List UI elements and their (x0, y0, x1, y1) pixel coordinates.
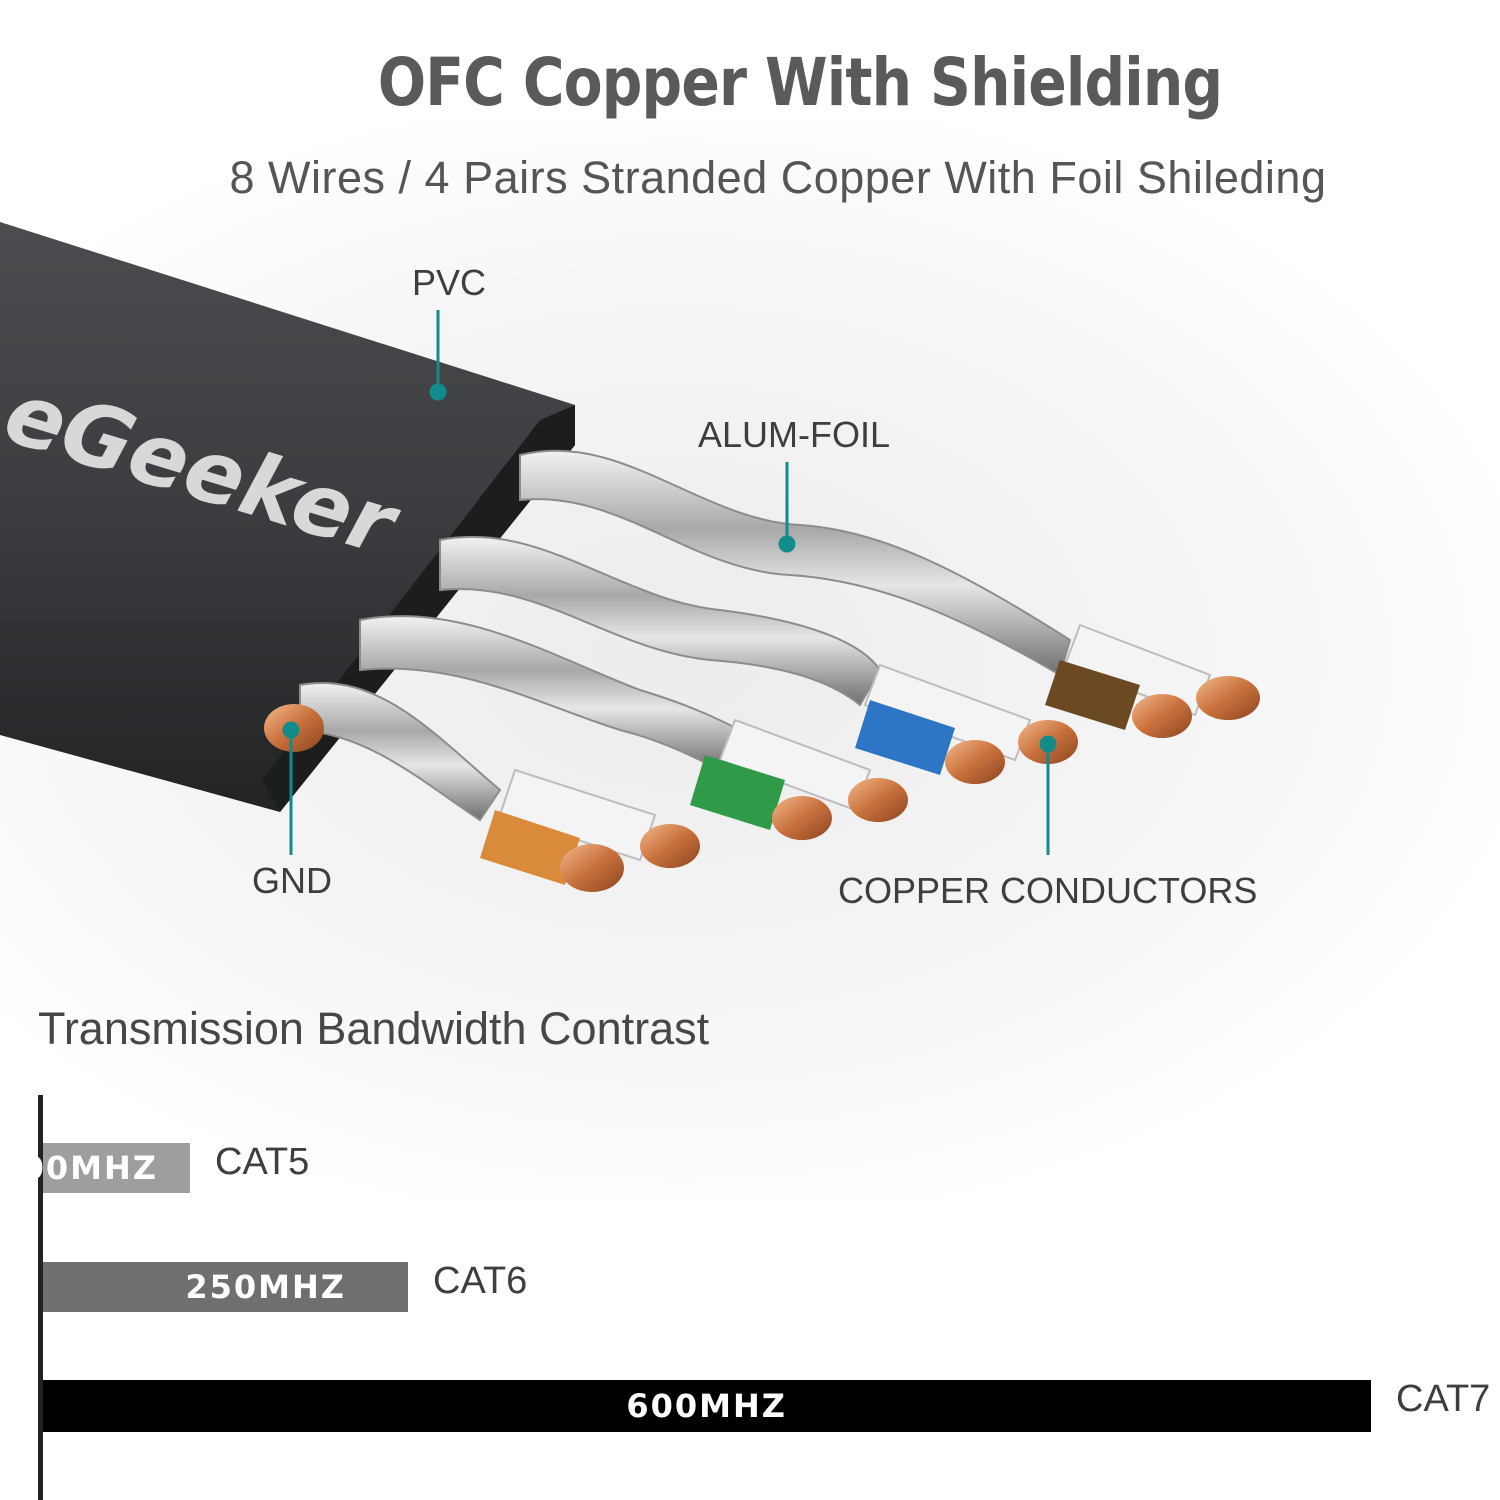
cable-illustration: eGeeker (0, 222, 1260, 892)
white-wire-1 (1063, 623, 1212, 717)
page-subtitle: 8 Wires / 4 Pairs Stranded Copper With F… (229, 152, 1327, 203)
copper-tip (945, 740, 1005, 784)
chart-axis-line (38, 1095, 43, 1500)
bandwidth-section-title: Transmission Bandwidth Contrast (38, 1003, 710, 1054)
blue-insulation (855, 700, 955, 775)
orange-insulation (480, 810, 580, 885)
bar-value-label: 100MHZ (0, 1149, 158, 1187)
copper-tip (560, 844, 624, 892)
bar-cat6: 250MHZ (43, 1262, 408, 1312)
copper-tip (1196, 676, 1260, 720)
alum-foil-label: ALUM-FOIL (698, 414, 891, 455)
page-title: OFC Copper With Shielding (377, 44, 1223, 121)
copper-tip (772, 796, 832, 840)
copper-tip (1132, 694, 1192, 738)
pvc-jacket (0, 222, 575, 812)
copper-conductors-label: COPPER CONDUCTORS (838, 870, 1258, 911)
bar-category-label: CAT6 (433, 1260, 528, 1302)
white-wire-4 (498, 768, 657, 862)
foil-leader-dot (778, 535, 796, 553)
copper-tip (848, 778, 908, 822)
bar-cat5: 100MHZ (0, 1143, 190, 1193)
green-insulation (690, 755, 785, 830)
foil-pair-2 (439, 535, 882, 707)
gnd-label: GND (252, 860, 332, 901)
pvc-leader-dot (429, 383, 447, 401)
brown-insulation (1045, 660, 1140, 730)
copper-leader-dot (1039, 735, 1057, 753)
bar-cat7: 600MHZ (43, 1380, 1371, 1432)
bar-value-label: 250MHZ (185, 1268, 346, 1306)
bar-category-label: CAT7 (1396, 1378, 1491, 1420)
pvc-label: PVC (412, 262, 487, 303)
foil-pair-4 (299, 682, 502, 822)
gnd-leader-dot (282, 721, 300, 739)
bar-value-label: 600MHZ (626, 1387, 787, 1425)
white-wire-2 (863, 663, 1032, 762)
bar-category-label: CAT5 (215, 1141, 310, 1183)
copper-tip (640, 824, 700, 868)
